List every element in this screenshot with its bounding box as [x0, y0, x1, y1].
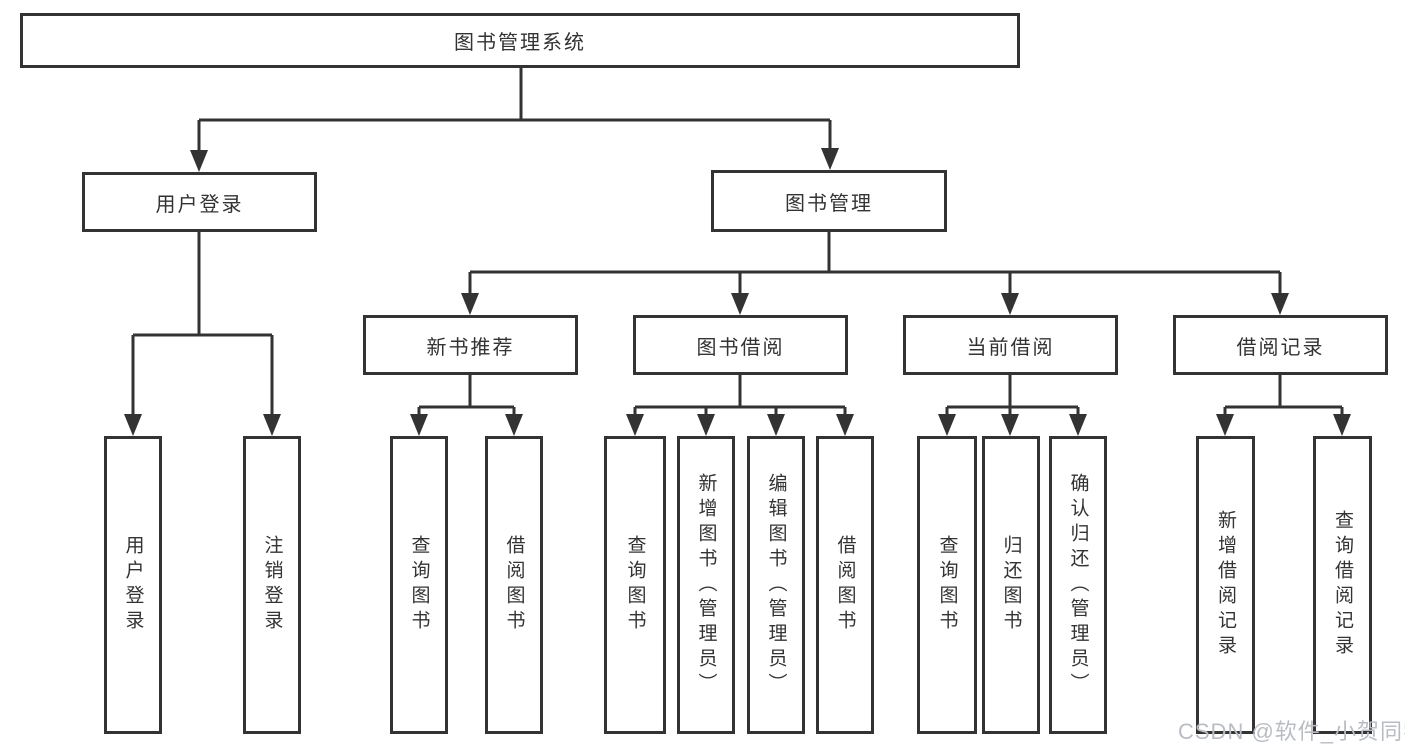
- leaf-label: 用户登录: [122, 535, 144, 635]
- leaf-label: 确认归还（管理员）: [1067, 472, 1089, 698]
- leaf-label: 注销登录: [261, 535, 283, 635]
- connector-bookmgmt-split: [468, 230, 1282, 295]
- leaf-label: 借阅图书: [503, 535, 525, 635]
- node-label: 用户登录: [155, 193, 244, 216]
- leaf-label: 编辑图书（管理员）: [765, 472, 787, 698]
- node-label: 图书管理系统: [454, 32, 586, 54]
- leaf-query-borrow-record: 查询借阅记录: [1313, 436, 1372, 734]
- node-borrow-records: 借阅记录: [1173, 315, 1388, 375]
- node-book-borrow: 图书借阅: [633, 315, 848, 375]
- leaf-confirm-return-admin: 确认归还（管理员）: [1049, 436, 1107, 734]
- leaf-query-books-borrow: 查询图书: [604, 436, 666, 734]
- arrowheads: [124, 148, 1351, 436]
- leaf-add-book-admin: 新增图书（管理员）: [677, 436, 735, 734]
- node-label: 当前借阅: [966, 336, 1055, 359]
- node-label: 新书推荐: [426, 336, 515, 359]
- connector-records-split: [1223, 373, 1344, 415]
- leaf-label: 新增图书（管理员）: [695, 472, 717, 698]
- node-label: 图书管理: [785, 192, 873, 215]
- leaf-user-login: 用户登录: [104, 436, 162, 734]
- leaf-label: 查询图书: [624, 535, 646, 635]
- connector-root-split: [197, 66, 832, 150]
- leaf-return-book: 归还图书: [982, 436, 1040, 734]
- leaf-query-books-recommend: 查询图书: [390, 436, 448, 734]
- csdn-watermark: CSDN @软件_小贺同学: [1178, 719, 1405, 744]
- leaf-label: 借阅图书: [834, 535, 856, 635]
- connector-newbooks-split: [417, 373, 516, 415]
- connector-currentborrow-split: [945, 373, 1080, 415]
- leaf-borrow-books: 借阅图书: [816, 436, 874, 734]
- leaf-label: 新增借阅记录: [1215, 510, 1236, 660]
- leaf-borrow-books-recommend: 借阅图书: [485, 436, 543, 734]
- leaf-label: 查询图书: [408, 535, 430, 635]
- leaf-logout: 注销登录: [243, 436, 301, 734]
- leaf-query-books-current: 查询图书: [917, 436, 977, 734]
- node-library-management-system: 图书管理系统: [20, 13, 1020, 68]
- leaf-label: 归还图书: [1000, 535, 1022, 635]
- node-label: 图书借阅: [696, 336, 785, 359]
- connector-bookborrow-split: [633, 373, 847, 415]
- node-label: 借阅记录: [1236, 336, 1325, 359]
- node-new-book-recommend: 新书推荐: [363, 315, 578, 375]
- node-current-borrow: 当前借阅: [903, 315, 1118, 375]
- node-book-management: 图书管理: [711, 170, 947, 232]
- leaf-label: 查询图书: [936, 535, 958, 635]
- connector-userlogin-split: [131, 230, 274, 415]
- leaf-edit-book-admin: 编辑图书（管理员）: [747, 436, 805, 734]
- leaf-label: 查询借阅记录: [1332, 510, 1353, 660]
- node-user-login: 用户登录: [82, 172, 317, 232]
- leaf-add-borrow-record: 新增借阅记录: [1196, 436, 1255, 734]
